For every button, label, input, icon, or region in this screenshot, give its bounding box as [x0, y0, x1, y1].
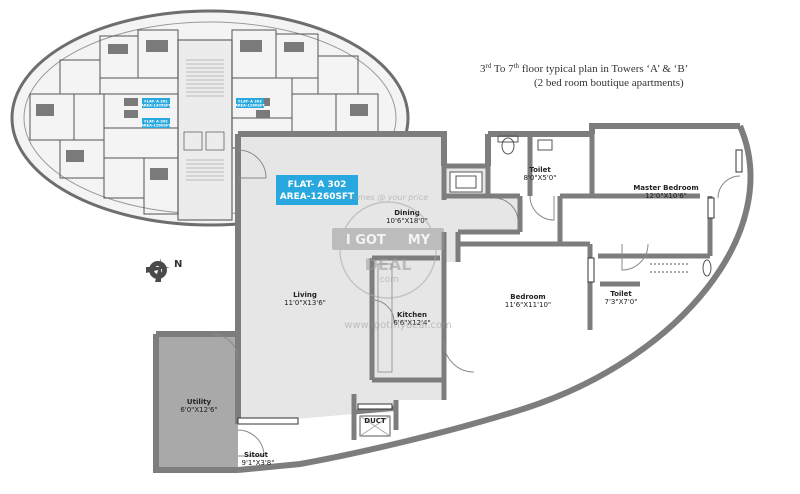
toilet-1-dim: 8'0"X5'0" — [524, 174, 557, 182]
living-name: Living — [293, 291, 317, 299]
wc-2 — [702, 259, 712, 277]
watermark-line-2: DEAL — [365, 255, 412, 274]
sink-counter — [449, 171, 483, 193]
svg-text:FLAT- A 301: FLAT- A 301 — [144, 100, 168, 104]
compass: N — [146, 258, 182, 282]
kitchen-floor — [376, 258, 440, 376]
svg-text:FLAT- A 303: FLAT- A 303 — [238, 100, 262, 104]
flat-number-label: FLAT- A 302 — [288, 180, 347, 190]
living-dim: 11'0"X13'6" — [284, 299, 326, 307]
watermark-banner — [332, 228, 444, 250]
compass-north-label: N — [174, 259, 182, 270]
utility-name: Utility — [187, 398, 212, 406]
toilet-2-dim: 7'3"X7'0" — [605, 298, 638, 306]
washbasin — [537, 139, 553, 151]
utility-floor — [156, 334, 238, 468]
svg-text:AREA-1305SFT: AREA-1305SFT — [141, 104, 171, 108]
cistern — [497, 135, 519, 143]
key-plan-core — [177, 39, 233, 221]
bedroom-dim: 11'6"X11'10" — [505, 301, 551, 309]
key-plan-lift — [183, 131, 203, 151]
svg-text:FLAT- A 302: FLAT- A 302 — [144, 120, 168, 124]
toilet-1-name: Toilet — [529, 166, 551, 174]
inner-walls — [351, 134, 713, 440]
key-plan-badge-301: FLAT- A 301 AREA-1305SFT — [141, 98, 171, 108]
sink-basin — [455, 175, 477, 189]
wc — [501, 137, 515, 155]
watermark-url: www.igotmydeal.com — [344, 320, 452, 331]
toilet-2-name: Toilet — [610, 290, 632, 298]
flat-badge-background — [276, 175, 358, 205]
flat-area-label: AREA-1260SFT — [280, 192, 355, 202]
plan-caption: 3rd To 7th floor typical plan in Towers … — [480, 62, 688, 89]
svg-text:AREA-1260SFT: AREA-1260SFT — [141, 124, 171, 128]
sitout-dim: 9'1"X3'8" — [242, 459, 275, 467]
fixtures — [359, 135, 712, 437]
key-plan-badge-303: FLAT- A 303 AREA-1260SFT — [235, 98, 265, 108]
kitchen-counter — [377, 263, 393, 373]
utility-dim: 6'0"X12'6" — [180, 406, 217, 414]
key-plan-badge-302: FLAT- A 302 AREA-1260SFT — [141, 118, 171, 128]
caption-line-1: 3rd To 7th floor typical plan in Towers … — [480, 62, 688, 75]
watermark-tagline: homes @ your price — [348, 193, 428, 202]
dining-dim: 10'6"X18'0" — [386, 217, 428, 225]
dining-name: Dining — [394, 209, 420, 217]
key-plan-lift — [205, 131, 225, 151]
flat-plan: FLAT- A 302 AREA-1260SFT Toilet 8'0"X5'0… — [153, 123, 754, 473]
key-plan-furniture — [36, 40, 368, 180]
outer-walls — [153, 123, 754, 473]
key-plan-left-wing — [29, 29, 179, 215]
watermark-line-3: .com — [377, 275, 399, 285]
svg-text:AREA-1260SFT: AREA-1260SFT — [235, 104, 265, 108]
room-labels: Toilet 8'0"X5'0" Master Bedroom 12'0"X10… — [180, 166, 698, 467]
door-swings — [211, 149, 741, 457]
caption-line-2: (2 bed room boutique apartments) — [534, 77, 684, 89]
windows — [237, 149, 743, 425]
master-bedroom-name: Master Bedroom — [633, 184, 698, 192]
sitout-name: Sitout — [244, 451, 269, 459]
flat-badge: FLAT- A 302 AREA-1260SFT — [276, 175, 358, 205]
kitchen-name: Kitchen — [397, 311, 427, 319]
kitchen-dim: 6'6"X12'4" — [393, 319, 430, 327]
bedroom-name: Bedroom — [510, 293, 545, 301]
master-bedroom-dim: 12'0"X10'6" — [645, 192, 687, 200]
key-plan-stairs — [186, 59, 224, 181]
duct-label: DUCT — [364, 417, 386, 425]
